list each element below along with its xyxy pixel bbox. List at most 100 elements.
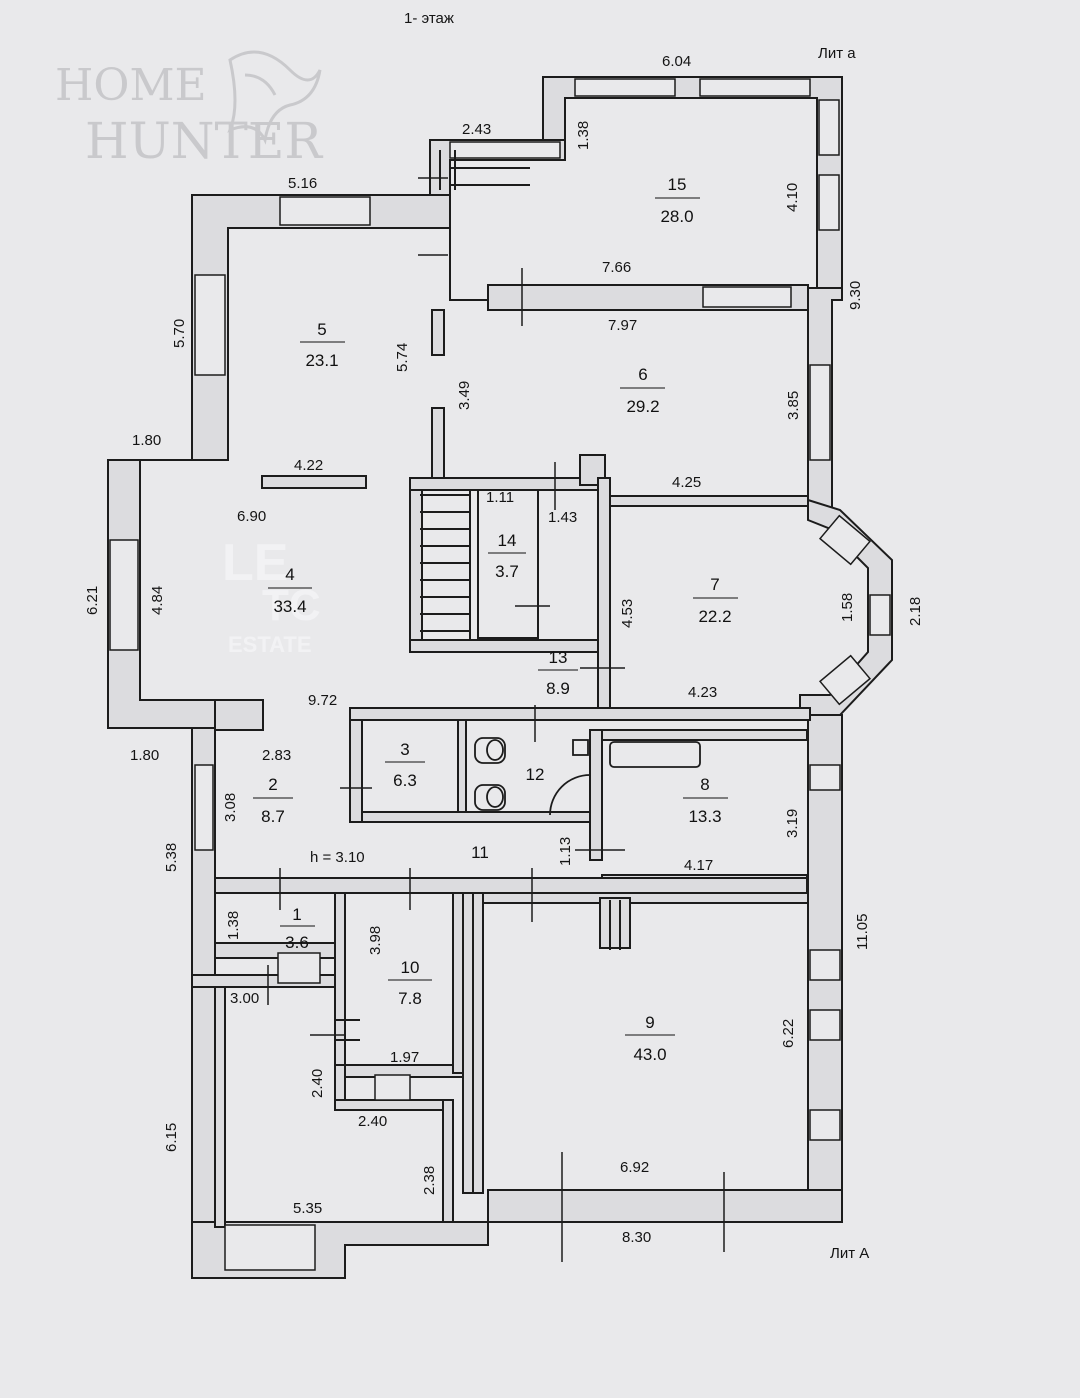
room-2: 28.7 [253,775,293,826]
dim-label: 4.22 [294,457,323,474]
room-1: 13.6 [280,905,315,952]
bathtub-icon [609,741,701,768]
door-swing-icon [549,774,591,816]
dim-label: 3.00 [230,990,259,1007]
svg-text:4: 4 [285,565,294,584]
svg-text:28.0: 28.0 [660,207,693,226]
svg-text:13: 13 [549,648,568,667]
dim-label: 7.66 [602,259,631,276]
floor-title: 1- этаж [404,10,454,27]
dim-label: 4.10 [784,183,801,212]
svg-text:7: 7 [710,575,719,594]
le-estate-watermark: LE TC ESTATE [222,534,321,657]
room-5: 523.1 [300,320,345,370]
room-7: 722.2 [693,575,738,626]
toilet-icon [474,737,506,764]
room-10: 107.8 [388,958,432,1008]
dim-label: 1.43 [548,509,577,526]
dim-label: 5.38 [163,843,180,872]
dimension-labels: 6.04 1.38 2.43 4.10 9.30 5.16 7.66 7.97 … [84,53,924,1246]
svg-text:1: 1 [292,905,301,924]
dim-label: 2.18 [907,597,924,626]
dim-label: 6.92 [620,1159,649,1176]
windows [109,78,891,1271]
dim-label: 2.83 [262,747,291,764]
watermark-tc: TC [262,581,321,630]
svg-text:3: 3 [400,740,409,759]
svg-text:13.3: 13.3 [688,807,721,826]
home-hunter-watermark: HOME HUNTER [55,50,323,170]
svg-text:8.7: 8.7 [261,807,285,826]
dim-label: 11.05 [854,914,871,950]
dim-label: 4.25 [672,474,701,491]
svg-text:10: 10 [401,958,420,977]
dim-label: 5.16 [288,175,317,192]
svg-text:43.0: 43.0 [633,1045,666,1064]
dim-label: 1.13 [557,837,574,866]
dim-label: 1.11 [486,489,514,506]
dim-label: 9.30 [847,281,864,310]
dim-label: 6.15 [163,1123,180,1152]
svg-text:12: 12 [526,765,545,784]
svg-text:22.2: 22.2 [698,607,731,626]
ceiling-height-note: h = 3.10 [310,849,365,866]
dim-label: 5.35 [293,1200,322,1217]
room-9: 943.0 [625,1013,675,1064]
room-14: 143.7 [488,531,526,581]
dim-label: 2.38 [421,1166,438,1195]
dim-label: 7.97 [608,317,637,334]
svg-text:11: 11 [471,843,489,862]
watermark-home: HOME [55,60,207,111]
room-11: 11 [471,843,489,862]
lit-main-label: Лит А [830,1245,869,1262]
svg-text:23.1: 23.1 [305,351,338,370]
watermark-hunter: HUNTER [85,112,323,170]
svg-text:8.9: 8.9 [546,679,570,698]
svg-text:2: 2 [268,775,277,794]
dimension-ticks [267,177,725,1262]
dim-label: 1.80 [130,747,159,764]
dim-label: 3.98 [367,926,384,955]
svg-text:7.8: 7.8 [398,989,422,1008]
dim-label: 1.38 [575,121,592,150]
room-8: 813.3 [683,775,728,826]
svg-text:6: 6 [638,365,647,384]
dim-label: 4.84 [149,586,166,615]
room-12: 12 [526,765,545,784]
bathroom-fixtures [474,737,701,816]
room-13: 138.9 [538,648,578,698]
svg-text:29.2: 29.2 [626,397,659,416]
svg-text:3.7: 3.7 [495,562,519,581]
room-4: 433.4 [268,565,312,616]
sink-icon [572,739,589,756]
svg-text:5: 5 [317,320,326,339]
dim-label: 6.21 [84,586,101,615]
dim-label: 2.40 [309,1069,326,1098]
bidet-icon [474,784,506,811]
svg-text:3.6: 3.6 [285,933,309,952]
dim-label: 5.74 [394,343,411,372]
dim-label: 6.90 [237,508,266,525]
dim-label: 3.49 [456,381,473,410]
svg-text:8: 8 [700,775,709,794]
watermark-le: LE [222,534,288,592]
dim-label: 2.40 [358,1113,387,1130]
lit-small-label: Лит а [818,45,856,62]
dim-label: 1.80 [132,432,161,449]
dim-label: 4.17 [684,857,713,874]
dim-label: 1.38 [225,911,242,940]
dim-label: 6.22 [780,1019,797,1048]
dim-label: 2.43 [462,121,491,138]
dim-label: 1.97 [390,1049,419,1066]
dim-label: 4.23 [688,684,717,701]
dim-label: 8.30 [622,1229,651,1246]
dim-label: 3.85 [785,391,802,420]
dim-label: 3.08 [222,793,239,822]
svg-text:33.4: 33.4 [273,597,306,616]
dim-label: 3.19 [784,809,801,838]
dim-label: 5.70 [171,319,188,348]
dim-label: 6.04 [662,53,691,70]
